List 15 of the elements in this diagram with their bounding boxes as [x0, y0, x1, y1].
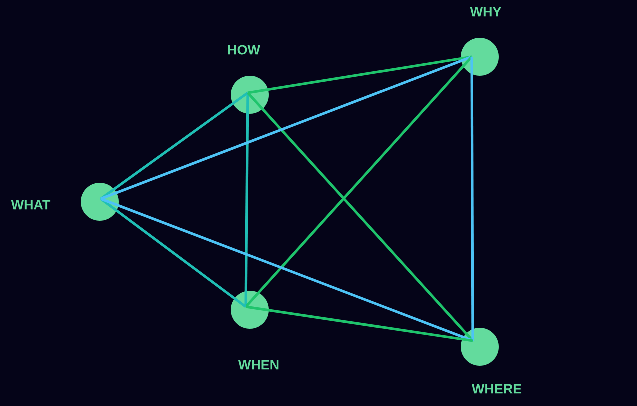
connector-line — [100, 56, 472, 200]
node-label: WHY — [470, 7, 502, 17]
connector-line — [100, 198, 247, 308]
connector-line — [246, 306, 474, 342]
node-label: WHAT — [11, 200, 51, 210]
node-label: WHERE — [472, 384, 522, 394]
connector-line — [248, 56, 472, 94]
node-label: WHEN — [238, 360, 279, 370]
connector-line — [470, 57, 474, 341]
connector-line — [100, 92, 249, 200]
connector-line — [247, 92, 474, 342]
connector-line — [100, 198, 474, 342]
connector-line — [244, 93, 250, 308]
connector-line — [245, 56, 473, 308]
node-label: HOW — [228, 45, 260, 55]
